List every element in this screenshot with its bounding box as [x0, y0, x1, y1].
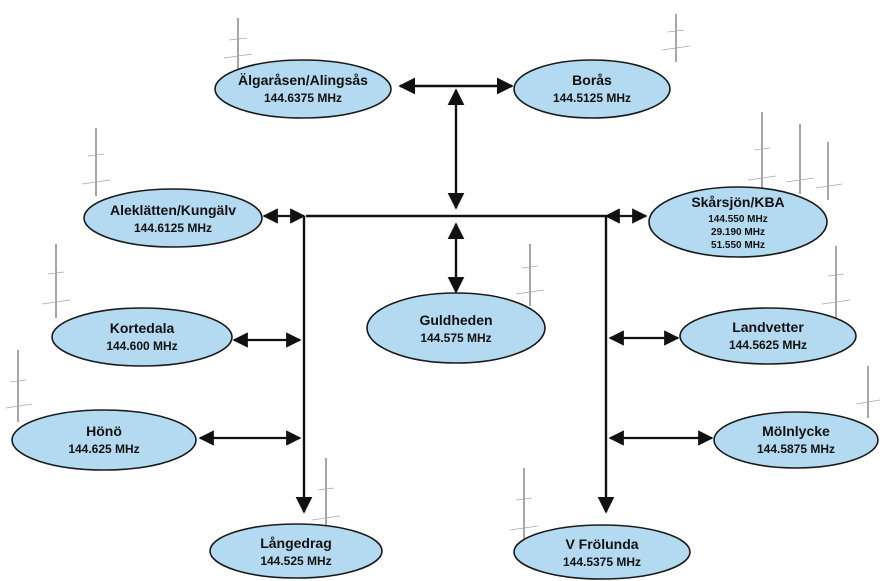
node-kortedala: Kortedala 144.600 MHz	[51, 307, 233, 367]
node-ellipse	[679, 307, 857, 365]
node-guldheden: Guldheden 144.575 MHz	[366, 292, 546, 364]
antenna-icon	[821, 246, 851, 318]
node-frequency: 51.550 MHz	[711, 240, 765, 251]
node-frequency: 144.6125 MHz	[134, 221, 212, 235]
antenna-icon	[855, 366, 881, 418]
node-ellipse	[648, 186, 828, 258]
node-frequency: 144.5375 MHz	[563, 555, 641, 569]
node-langedrag: Långedrag 144.525 MHz	[209, 523, 383, 579]
node-ellipse	[209, 523, 383, 579]
node-name: Landvetter	[732, 319, 804, 335]
node-frequency: 144.575 MHz	[420, 331, 491, 345]
antenna-icon	[515, 244, 545, 306]
node-ellipse	[214, 59, 392, 119]
node-frequency: 144.550 MHz	[708, 214, 767, 225]
node-name: Borås	[572, 72, 612, 88]
node-frequency: 144.5125 MHz	[553, 91, 631, 105]
node-ellipse	[51, 307, 233, 367]
node-frequency: 144.6375 MHz	[264, 91, 342, 105]
node-name: Hönö	[86, 423, 122, 439]
node-frequency: 144.625 MHz	[68, 442, 139, 456]
antenna-icon	[661, 14, 691, 62]
antenna-icon	[41, 244, 71, 318]
node-name: Guldheden	[419, 312, 492, 328]
antenna-icon	[785, 124, 815, 194]
node-ellipse	[513, 524, 691, 580]
node-frequency: 144.5625 MHz	[729, 338, 807, 352]
node-frequency: 144.525 MHz	[260, 554, 331, 568]
node-name: Aleklätten/Kungälv	[110, 202, 236, 218]
antenna-masts	[5, 14, 881, 544]
backbone-lines	[295, 77, 615, 514]
antenna-icon	[815, 142, 843, 200]
node-name: Kortedala	[110, 320, 175, 336]
node-name: Älgaråsen/Alingsås	[238, 72, 368, 88]
node-name: Långedrag	[260, 535, 332, 551]
node-boras: Borås 144.5125 MHz	[513, 59, 671, 119]
node-ellipse	[713, 411, 879, 469]
node-ellipse	[366, 292, 546, 364]
node-frequency: 29.190 MHz	[711, 227, 765, 238]
node-vfrolunda: V Frölunda 144.5375 MHz	[513, 524, 691, 580]
node-landvetter: Landvetter 144.5625 MHz	[679, 307, 857, 365]
node-ellipse	[83, 188, 263, 248]
node-skarsjon: Skårsjön/KBA 144.550 MHz 29.190 MHz 51.5…	[648, 186, 828, 258]
antenna-icon	[509, 468, 539, 544]
node-ellipse	[11, 409, 197, 471]
connector-links	[198, 208, 714, 446]
node-frequency: 144.600 MHz	[106, 339, 177, 353]
antenna-icon	[311, 458, 341, 534]
node-name: Mölnlycke	[762, 423, 830, 439]
node-frequency: 144.5875 MHz	[757, 442, 835, 456]
node-ellipse	[513, 59, 671, 119]
antenna-icon	[81, 128, 111, 196]
node-name: Skårsjön/KBA	[691, 194, 784, 210]
node-aleklatten: Aleklätten/Kungälv 144.6125 MHz	[83, 188, 263, 248]
node-molnlycke: Mölnlycke 144.5875 MHz	[713, 411, 879, 469]
node-name: V Frölunda	[565, 536, 638, 552]
node-hono: Hönö 144.625 MHz	[11, 409, 197, 471]
node-algarasen: Älgaråsen/Alingsås 144.6375 MHz	[214, 59, 392, 119]
antenna-icon	[747, 112, 777, 194]
antenna-icon	[223, 18, 253, 70]
antenna-icon	[5, 350, 33, 422]
